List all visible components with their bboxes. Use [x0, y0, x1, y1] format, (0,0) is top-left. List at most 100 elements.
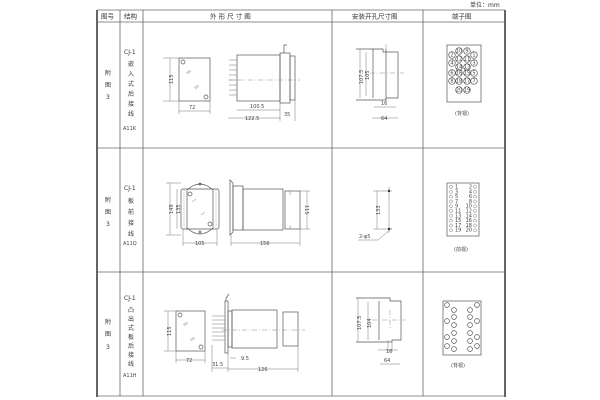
header-outline: 外 形 尺 寸 图 [210, 12, 251, 21]
dim-rear: 35 [284, 112, 290, 118]
structure-char: 板 [128, 333, 134, 341]
terminal-circle [467, 346, 473, 352]
terminal-circle [449, 204, 453, 208]
terminal-circle [451, 322, 457, 328]
terminal-number: 17 [464, 78, 470, 84]
terminal-number: 19 [464, 87, 470, 93]
terminal-number: 8 [450, 78, 453, 84]
dim-height: 115 [167, 326, 173, 336]
terminal-circle [463, 55, 471, 63]
terminal-number: 5 [455, 194, 458, 200]
terminal-circle [473, 223, 477, 228]
terminal-view-label: (背视) [451, 362, 465, 369]
terminal-circle [473, 228, 477, 232]
terminal-number: 19 [455, 228, 461, 234]
terminal-circle [444, 334, 450, 340]
front-view: 115 72 [163, 57, 211, 114]
structure-char: 嵌 [128, 61, 134, 68]
terminal-view-label: (背视) [455, 110, 469, 117]
terminal-circle [463, 77, 471, 85]
terminal-number: 8 [469, 199, 472, 205]
terminal-diagram [442, 300, 482, 356]
terminal-circle [473, 214, 477, 218]
terminal-number: 1 [472, 52, 475, 58]
dim-pins: 31.5 [212, 362, 223, 368]
terminal-number: 3 [455, 189, 458, 195]
terminal-number: 1 [455, 185, 458, 191]
code-label: A11H [123, 373, 137, 379]
terminal-circle [455, 69, 463, 77]
terminal-circle [473, 218, 477, 223]
side-view: 100.5 122.5 35 [228, 44, 300, 122]
terminal-circle [473, 190, 477, 194]
structure-char: 前 [128, 208, 134, 216]
terminal-number: 11 [464, 56, 470, 62]
terminal-circle [449, 223, 453, 228]
model-label: CJ-1 [124, 49, 136, 56]
dim-outer: 107.5 [357, 316, 363, 330]
terminal-circle [448, 51, 456, 59]
terminal-number: 6 [469, 194, 472, 200]
dim-inner-height: 135 [176, 204, 182, 214]
terminal-circle [449, 199, 453, 204]
terminal-circle [455, 55, 463, 63]
terminal-number: 10 [466, 204, 472, 210]
terminal-circle [448, 69, 456, 77]
dim-total: 122.5 [245, 116, 259, 122]
structure-char: 线 [128, 110, 134, 118]
terminal-number: 14 [466, 213, 472, 219]
terminal-number: 16 [466, 218, 472, 224]
row-2: 附 图 3 CJ-1 板 前 接 线 A11Q 149 135 105 [105, 179, 480, 253]
dim-spacing: 133 [376, 205, 382, 215]
terminal-circle [451, 338, 457, 344]
figure-no-char: 图 [105, 209, 111, 216]
terminal-view-label: (前视) [454, 246, 468, 253]
dim-inner: 105 [365, 70, 371, 80]
terminal-number: 5 [472, 70, 475, 76]
model-label: CJ-1 [124, 185, 136, 192]
terminal-circle [449, 214, 453, 218]
terminal-number: 9 [465, 48, 468, 54]
terminal-circle [467, 338, 473, 344]
figure-no-char: 3 [106, 344, 110, 351]
terminal-circle [455, 86, 463, 94]
terminal-number: 4 [450, 60, 453, 66]
header-terminal: 端子图 [452, 12, 472, 21]
terminal-number: 18 [466, 223, 472, 229]
dim-height: 115 [169, 74, 175, 84]
dim-width: 72 [186, 358, 192, 364]
terminal-number: 6 [450, 70, 453, 76]
structure-char: 接 [128, 100, 134, 108]
terminal-circle [473, 199, 477, 204]
terminal-circle [451, 307, 457, 313]
terminal-circle [474, 318, 480, 324]
terminal-number: 12 [456, 56, 462, 62]
terminal-circle [467, 307, 473, 313]
front-view: 149 135 105 [166, 182, 220, 247]
terminal-number: 12 [466, 209, 472, 215]
header-cutout: 安装开孔尺寸图 [352, 12, 398, 21]
terminal-number: 17 [455, 223, 461, 229]
code-label: A11Q [123, 241, 137, 247]
code-label: A11K [123, 126, 137, 132]
dim-inner: 104 [367, 318, 373, 328]
structure-char: 接 [128, 219, 134, 227]
terminal-circle [451, 314, 457, 320]
structure-char: 板 [128, 197, 134, 205]
terminal-number: 13 [455, 213, 461, 219]
header-figure-no: 图号 [101, 13, 115, 21]
dim-depth: 126 [258, 367, 268, 373]
terminal-number: 2 [469, 185, 472, 191]
dim-small: 16 [386, 349, 392, 355]
dim-small: 16 [381, 101, 387, 107]
terminal-circle [448, 77, 456, 85]
terminal-circle [444, 302, 450, 308]
structure-char: 出 [128, 315, 134, 323]
terminal-number: 4 [469, 189, 472, 195]
figure-no-char: 图 [105, 82, 111, 89]
terminal-circle [448, 59, 456, 67]
terminal-number: 14 [456, 64, 462, 70]
